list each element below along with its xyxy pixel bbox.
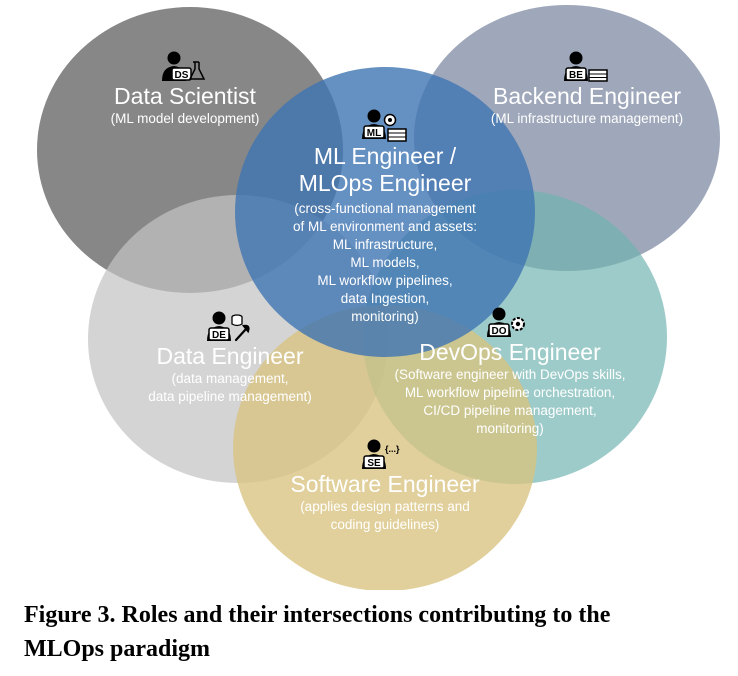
- data-scientist-icon: DS: [162, 51, 206, 81]
- ml-engineer-label: ML ML Engineer / MLOps Engineer (cross-f…: [260, 108, 510, 326]
- software-engineer-label: SE {...} Software Engineer (applies desi…: [260, 438, 510, 534]
- ml-engineer-title-line1: ML Engineer /: [313, 143, 457, 169]
- devops-engineer-description: (Software engineer with DevOps skills, M…: [394, 367, 626, 436]
- ml-engineer-description: (cross-functional management of ML envir…: [292, 201, 478, 324]
- data-scientist-badge: DS: [175, 70, 189, 81]
- devops-engineer-label: DO DevOps Engineer (Software engineer wi…: [370, 306, 650, 438]
- backend-engineer-description: (ML infrastructure management): [490, 111, 684, 126]
- backend-engineer-label: BE Backend Engineer (ML infrastructure m…: [462, 50, 712, 128]
- backend-engineer-badge: BE: [569, 70, 583, 81]
- data-scientist-description: (ML model development): [110, 111, 260, 126]
- software-engineer-description: (applies design patterns and coding guid…: [300, 499, 470, 532]
- data-engineer-label: DE Data Engineer (data management, data …: [100, 310, 360, 406]
- figure-caption-line2: MLOps paradigm: [24, 636, 211, 662]
- ml-engineer-badge: ML: [367, 128, 381, 139]
- data-scientist-title: Data Scientist: [114, 83, 256, 109]
- backend-engineer-title: Backend Engineer: [493, 83, 681, 109]
- software-engineer-title: Software Engineer: [290, 471, 480, 497]
- figure-caption-line1: Figure 3. Roles and their intersections …: [24, 602, 611, 628]
- data-engineer-badge: DE: [212, 330, 226, 341]
- ml-engineer-title-line2: MLOps Engineer: [298, 170, 472, 196]
- venn-diagram: [37, 5, 720, 590]
- ml-engineer-icon: ML: [362, 109, 407, 142]
- backend-engineer-icon: BE: [564, 51, 608, 82]
- code-braces-icon: {...}: [385, 444, 400, 454]
- figure-caption: Figure 3. Roles and their intersections …: [24, 598, 714, 666]
- data-engineer-title: Data Engineer: [156, 343, 304, 369]
- devops-engineer-badge: DO: [492, 326, 507, 337]
- software-engineer-icon: SE {...}: [362, 439, 400, 469]
- circle-software-engineer: [233, 305, 537, 590]
- devops-engineer-icon: DO: [487, 307, 525, 337]
- devops-engineer-title: DevOps Engineer: [419, 339, 601, 365]
- data-scientist-label: DS Data Scientist (ML model development): [60, 50, 310, 128]
- data-engineer-description: (data management, data pipeline manageme…: [148, 371, 312, 404]
- circle-ml-engineer: [235, 67, 535, 357]
- software-engineer-badge: SE: [367, 458, 381, 469]
- data-engineer-icon: DE: [207, 311, 250, 342]
